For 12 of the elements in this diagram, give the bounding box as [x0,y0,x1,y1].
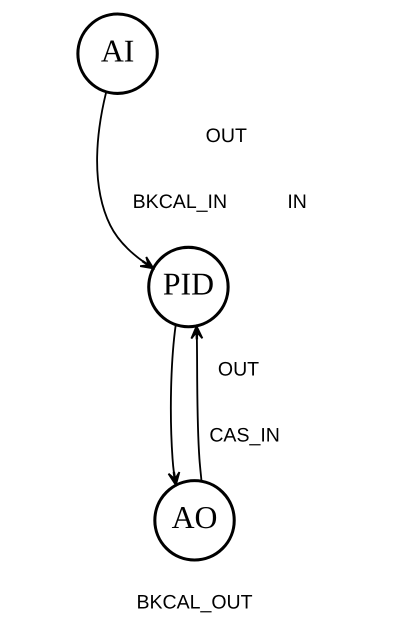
arrow [96,92,154,270]
arrow [190,325,204,482]
label: CAS_IN [209,424,280,446]
label: IN [287,190,307,213]
node-circle: AO [153,479,236,562]
label: BKCAL_OUT [136,592,253,614]
label: OUT [206,125,247,148]
arrow [168,324,180,486]
node-circle: PID [147,246,230,328]
label: OUT [218,358,260,380]
label: BKCAL_IN [132,190,228,213]
node-circle: AI [76,12,159,95]
